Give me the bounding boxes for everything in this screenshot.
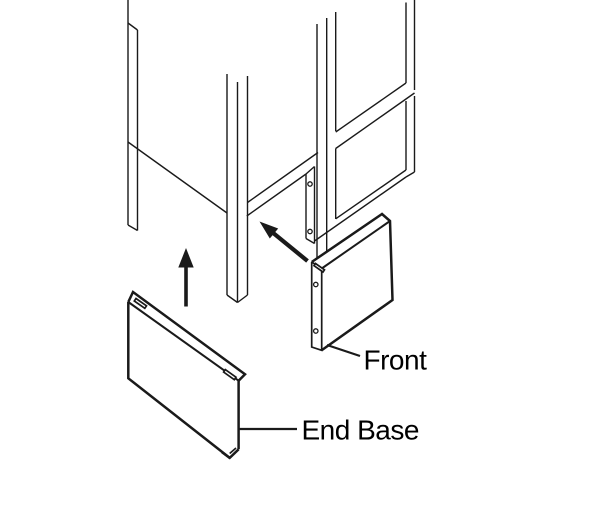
front-panel-tab bbox=[312, 262, 326, 274]
diagonal-arrow-icon bbox=[259, 221, 309, 263]
rear-right-post bbox=[405, 0, 416, 178]
left-post bbox=[127, 0, 139, 232]
end-base-tab-left bbox=[133, 297, 148, 310]
front-right-post bbox=[316, 12, 337, 258]
frame-lines bbox=[127, 0, 416, 304]
lower-side-rail bbox=[314, 169, 407, 242]
screw-hole bbox=[307, 228, 313, 235]
screw-hole bbox=[312, 281, 319, 288]
center-post bbox=[226, 74, 249, 304]
upper-side-rail bbox=[335, 82, 415, 150]
end-base-top-inner-edge bbox=[127, 301, 240, 382]
front-leader-line bbox=[326, 343, 361, 358]
end-base-left-bottom-edge bbox=[127, 302, 231, 459]
front-label: Front bbox=[364, 345, 428, 376]
end-base-hook-inner bbox=[229, 447, 237, 455]
front-panel-flange-face bbox=[310, 261, 323, 352]
left-floor-rail bbox=[127, 141, 228, 214]
screw-hole bbox=[307, 181, 313, 187]
front-panel bbox=[310, 212, 394, 352]
end-base-top-edge bbox=[127, 290, 247, 382]
end-base-panel bbox=[127, 290, 247, 460]
screw-hole bbox=[312, 328, 319, 334]
end-base-label: End Base bbox=[302, 415, 419, 446]
up-arrow-icon bbox=[178, 248, 194, 307]
mounting-plate bbox=[305, 165, 316, 245]
end-base-bottom-hook bbox=[221, 448, 240, 460]
front-floor-rail bbox=[246, 151, 319, 217]
end-base-tab-right bbox=[222, 368, 238, 381]
front-panel-top-inner-edge bbox=[321, 220, 391, 270]
